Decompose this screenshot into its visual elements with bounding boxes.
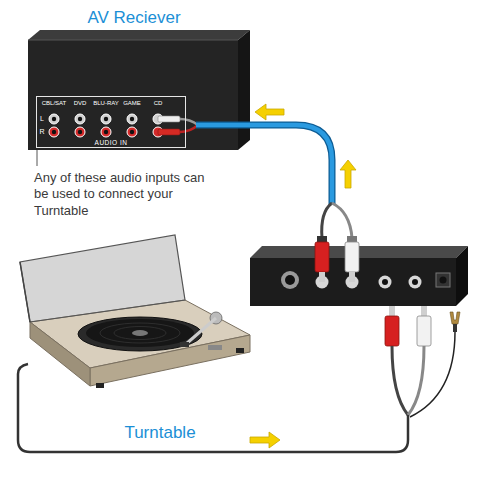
rca-jack [75, 127, 85, 137]
rca-jack [101, 114, 111, 124]
phono-preamp [382, 279, 388, 285]
rca-plug [180, 125, 198, 132]
device-title: Turntable [124, 423, 196, 443]
channel-name: L [40, 115, 44, 123]
rca-plug [453, 324, 457, 332]
rca-jack [49, 114, 163, 137]
turntable-illustration [208, 345, 222, 350]
phono-preamp [412, 279, 418, 285]
turntable-illustration [96, 383, 104, 388]
rca-plug [450, 312, 460, 324]
turntable-illustration [114, 327, 166, 340]
rca-plug [349, 272, 355, 282]
input-name: CD [154, 100, 163, 107]
receiver-body [28, 40, 238, 41]
input-name: GAME [123, 100, 141, 107]
phono-cable [410, 332, 455, 417]
note-text: Any of these audio inputs can be used to… [34, 170, 212, 219]
rca-jack [101, 127, 111, 137]
flow-arrow [255, 104, 284, 120]
rca-jack [130, 117, 134, 121]
phono-preamp [456, 246, 468, 306]
rca-jack [75, 114, 85, 124]
receiver-body [28, 30, 250, 40]
leader-line [37, 150, 38, 166]
channel-name: R [39, 128, 44, 136]
rca-plug [385, 306, 460, 346]
rca-plug [347, 236, 357, 242]
receiver-body [28, 40, 238, 150]
phono-preamp [379, 276, 392, 289]
turntable-illustration [100, 323, 180, 343]
turntable-illustration [78, 317, 202, 351]
turntable-illustration [20, 235, 250, 388]
turntable-illustration [20, 262, 30, 322]
rca-plug [385, 316, 399, 346]
phono-preamp [436, 273, 450, 287]
leader-line [37, 150, 38, 166]
phono-preamp [285, 275, 295, 285]
turntable-illustration [20, 235, 185, 322]
rca-plug [158, 116, 180, 122]
rca-plug [158, 129, 180, 135]
rca-jack [104, 130, 108, 134]
rca-plug [319, 272, 325, 282]
turntable-illustration [86, 319, 194, 347]
phono-cable [392, 346, 408, 415]
rca-plug [315, 242, 329, 272]
rca-plug [317, 236, 327, 242]
device-title: AV Reciever [28, 8, 240, 28]
blue-cable [196, 125, 352, 238]
flow-arrow [250, 432, 280, 448]
rca-jack [52, 130, 56, 134]
rca-plug [345, 242, 359, 272]
rca-jack [130, 130, 134, 134]
turntable-label-box: Turntable [118, 420, 202, 446]
rca-jack [78, 130, 82, 134]
phono-cable [408, 346, 424, 415]
blue-cable [196, 125, 332, 205]
turntable-illustration [132, 330, 148, 336]
flow-arrow [250, 104, 356, 448]
rca-jack [49, 127, 59, 137]
rca-plug [158, 116, 198, 135]
turntable-illustration [186, 318, 216, 344]
rca-jack [78, 117, 82, 121]
flow-arrow [340, 160, 356, 188]
turntable-illustration [180, 342, 189, 347]
rca-jack [127, 114, 137, 124]
rca-jack [104, 117, 108, 121]
input-name: CBL/SAT [42, 100, 67, 107]
rca-plug [421, 306, 427, 316]
receiver-body [28, 30, 250, 150]
phono-cable [18, 364, 408, 452]
rca-plug [315, 236, 359, 282]
receiver-body [238, 30, 250, 150]
phono-preamp [440, 277, 447, 284]
phono-preamp [409, 276, 422, 289]
rca-jack [49, 114, 59, 124]
rca-plug [417, 316, 431, 346]
rca-jack [127, 127, 137, 137]
receiver-box: AUDIO IN AV Reciever [28, 4, 240, 152]
input-name: BLU-RAY [93, 100, 119, 107]
blue-cable [196, 125, 332, 205]
input-name: DVD [74, 100, 87, 107]
rca-jack [52, 117, 56, 121]
blue-cable [332, 203, 352, 238]
phono-preamp [281, 271, 299, 289]
rca-plug [180, 119, 198, 125]
turntable-illustration [236, 348, 244, 353]
panel-caption: AUDIO IN [93, 139, 130, 146]
rca-plug [389, 306, 395, 316]
blue-cable [322, 203, 332, 238]
